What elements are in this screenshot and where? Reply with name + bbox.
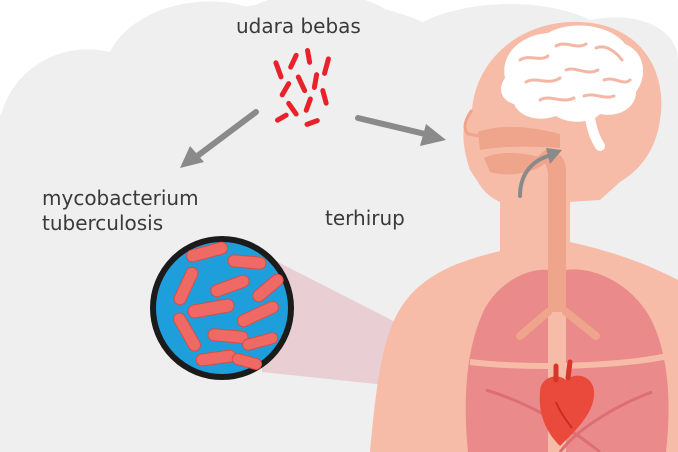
lungs	[465, 269, 669, 452]
brain	[501, 25, 644, 151]
inhaled-label: terhirup	[325, 206, 405, 230]
bacteria-name-line2: tuberculosis	[42, 211, 164, 235]
bacteria-name-label: mycobacterium tuberculosis	[42, 186, 199, 236]
free-air-label: udara bebas	[236, 14, 361, 38]
magnifier-circle	[150, 236, 294, 380]
arrow-left-down	[180, 109, 259, 168]
arrow-right	[355, 115, 446, 146]
heart	[539, 359, 595, 446]
bacteria-name-line1: mycobacterium	[42, 186, 199, 210]
airway-arrow	[518, 148, 562, 198]
bacteria-cluster	[273, 47, 331, 127]
